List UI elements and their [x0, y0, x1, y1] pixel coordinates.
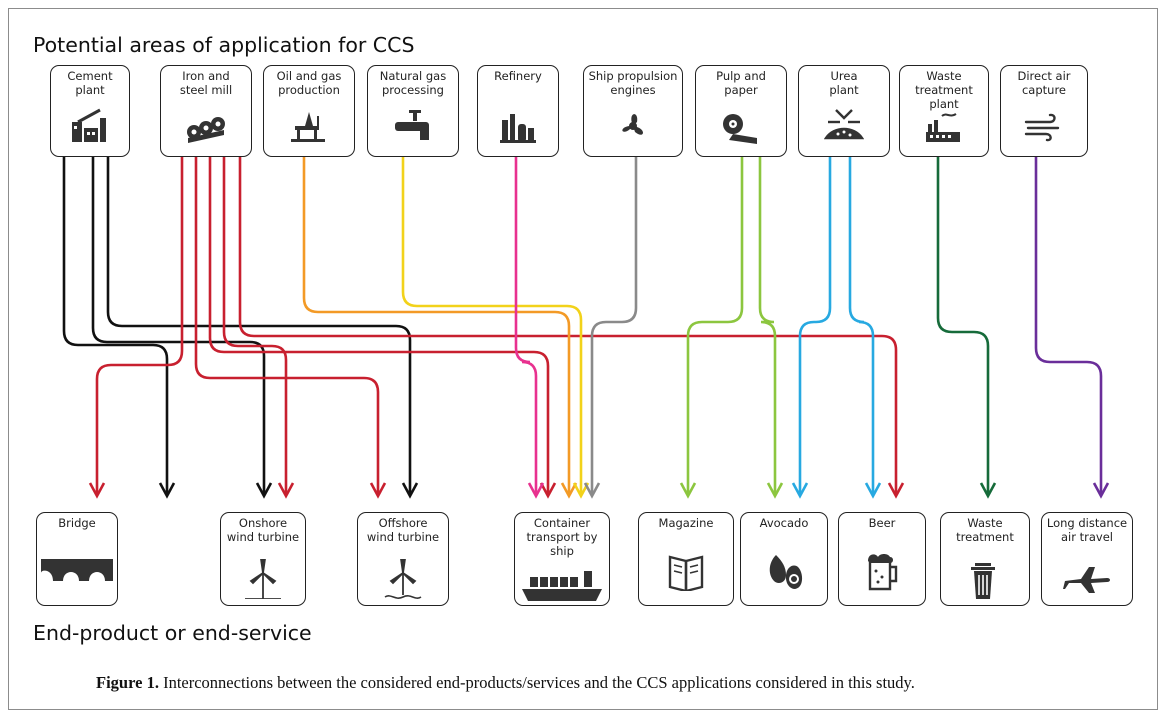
source-label: Pulp and paper — [716, 69, 766, 97]
connector-oilgas-to-container — [302, 157, 571, 495]
airplane-icon — [1063, 567, 1110, 593]
target-box-magazine: Magazine — [638, 512, 734, 606]
connector-ship-to-container — [590, 157, 638, 495]
source-box-cement-plant: Cement plant — [50, 65, 130, 157]
arrowhead-refinery-to-container — [527, 482, 545, 499]
arrowhead-iron-to-container — [539, 482, 557, 499]
arrowhead-ship-to-container — [583, 482, 601, 499]
source-label: Iron and steel mill — [179, 69, 233, 97]
target-label: Long distance air travel — [1046, 516, 1128, 544]
connector-iron-to-onshore — [222, 157, 288, 495]
connector-natgas-to-container — [401, 157, 583, 495]
connector-urea-to-beer — [848, 157, 875, 495]
diagram-title: Potential areas of application for CCS — [33, 33, 415, 57]
propeller-icon — [622, 114, 643, 135]
figure-frame — [8, 8, 1158, 710]
caption-text: Interconnections between the considered … — [163, 673, 915, 692]
steel-pipes-icon — [187, 117, 225, 143]
target-label: Offshore wind turbine — [366, 516, 440, 544]
source-box-natural-gas-processing: Natural gas processing — [367, 65, 459, 157]
arrowhead-dac-to-air — [1092, 482, 1110, 499]
source-label: Waste treatment plant — [915, 69, 973, 111]
connector-iron-to-offshore — [194, 157, 380, 495]
arrowhead-iron-to-beer — [887, 482, 905, 499]
source-label: Refinery — [494, 69, 542, 83]
source-label: Oil and gas production — [276, 69, 342, 97]
end-products-heading: End-product or end-service — [33, 621, 312, 645]
wind-icon — [1024, 113, 1060, 142]
connector-cement-to-bridge — [62, 157, 169, 495]
urea-icon — [824, 109, 864, 140]
target-label: Waste treatment — [956, 516, 1014, 544]
target-box-onshore-wind-turbine: Onshore wind turbine — [220, 512, 306, 606]
figure-caption: Figure 1. Interconnections between the c… — [96, 673, 1096, 693]
connector-iron-to-bridge — [95, 157, 184, 495]
arrowhead-iron-to-bridge — [88, 482, 106, 499]
target-box-beer: Beer — [838, 512, 926, 606]
magazine-icon — [668, 555, 704, 591]
source-label: Natural gas processing — [379, 69, 447, 97]
container-ship-icon — [522, 571, 602, 601]
source-label: Urea plant — [829, 69, 859, 97]
target-label: Beer — [868, 516, 896, 530]
target-box-air-travel: Long distance air travel — [1041, 512, 1133, 606]
arrowhead-iron-to-offshore — [369, 482, 387, 499]
arrowhead-iron-to-onshore — [277, 482, 295, 499]
connector-cement-to-onshore — [91, 157, 266, 495]
target-label: Onshore wind turbine — [226, 516, 300, 544]
source-box-iron-steel-mill: Iron and steel mill — [160, 65, 252, 157]
source-box-refinery: Refinery — [477, 65, 559, 157]
connector-dac-to-air — [1034, 157, 1103, 495]
connector-urea-to-avocado — [798, 157, 832, 495]
wind-turbine-icon — [245, 559, 281, 599]
target-box-offshore-wind-turbine: Offshore wind turbine — [357, 512, 449, 606]
oil-rig-icon — [291, 112, 325, 142]
source-box-urea-plant: Urea plant — [798, 65, 890, 157]
avocado-icon — [769, 555, 803, 589]
source-box-oil-gas-production: Oil and gas production — [263, 65, 355, 157]
source-box-waste-treatment-plant: Waste treatment plant — [899, 65, 989, 157]
arrowhead-urea-to-beer — [864, 482, 882, 499]
connector-cement-to-offshore — [106, 157, 412, 495]
trash-bin-icon — [971, 563, 995, 599]
source-box-pulp-paper: Pulp and paper — [695, 65, 787, 157]
target-label: Container transport by ship — [526, 516, 598, 558]
arrowhead-natgas-to-container — [572, 482, 590, 499]
arrowhead-pulp-to-avocado — [766, 482, 784, 499]
caption-label: Figure 1. — [96, 673, 159, 692]
target-box-avocado: Avocado — [740, 512, 828, 606]
source-label: Cement plant — [67, 69, 113, 97]
arrowhead-urea-to-avocado — [791, 482, 809, 499]
source-box-ship-propulsion: Ship propulsion engines — [583, 65, 683, 157]
arrowhead-cement-to-bridge — [158, 482, 176, 499]
waste-plant-icon — [926, 113, 960, 142]
target-label: Magazine — [658, 516, 714, 530]
connector-refinery-to-container — [514, 157, 538, 495]
connector-iron-to-container — [208, 157, 550, 495]
refinery-icon — [500, 114, 536, 143]
connector-pulp-to-avocado — [758, 157, 777, 495]
arrowhead-oilgas-to-container — [560, 482, 578, 499]
arrowhead-cement-to-onshore — [255, 482, 273, 499]
offshore-turbine-icon — [384, 559, 422, 599]
target-box-waste-treatment: Waste treatment — [940, 512, 1030, 606]
target-box-container-transport: Container transport by ship — [514, 512, 610, 606]
target-box-bridge: Bridge — [36, 512, 118, 606]
arrowhead-waste-to-waste_t — [979, 482, 997, 499]
source-box-direct-air-capture: Direct air capture — [1000, 65, 1088, 157]
bridge-icon — [41, 559, 113, 581]
source-label: Ship propulsion engines — [588, 69, 678, 97]
factory-icon — [72, 108, 106, 142]
arrowhead-pulp-to-magazine — [679, 482, 697, 499]
paper-roll-icon — [723, 114, 757, 144]
connector-pulp-to-magazine — [686, 157, 744, 495]
source-label: Direct air capture — [1017, 69, 1071, 97]
target-label: Bridge — [58, 516, 96, 530]
arrowhead-cement-to-offshore — [401, 482, 419, 499]
valve-icon — [395, 110, 429, 140]
connector-waste-to-waste_t — [936, 157, 990, 495]
target-label: Avocado — [759, 516, 809, 530]
beer-icon — [868, 554, 898, 591]
